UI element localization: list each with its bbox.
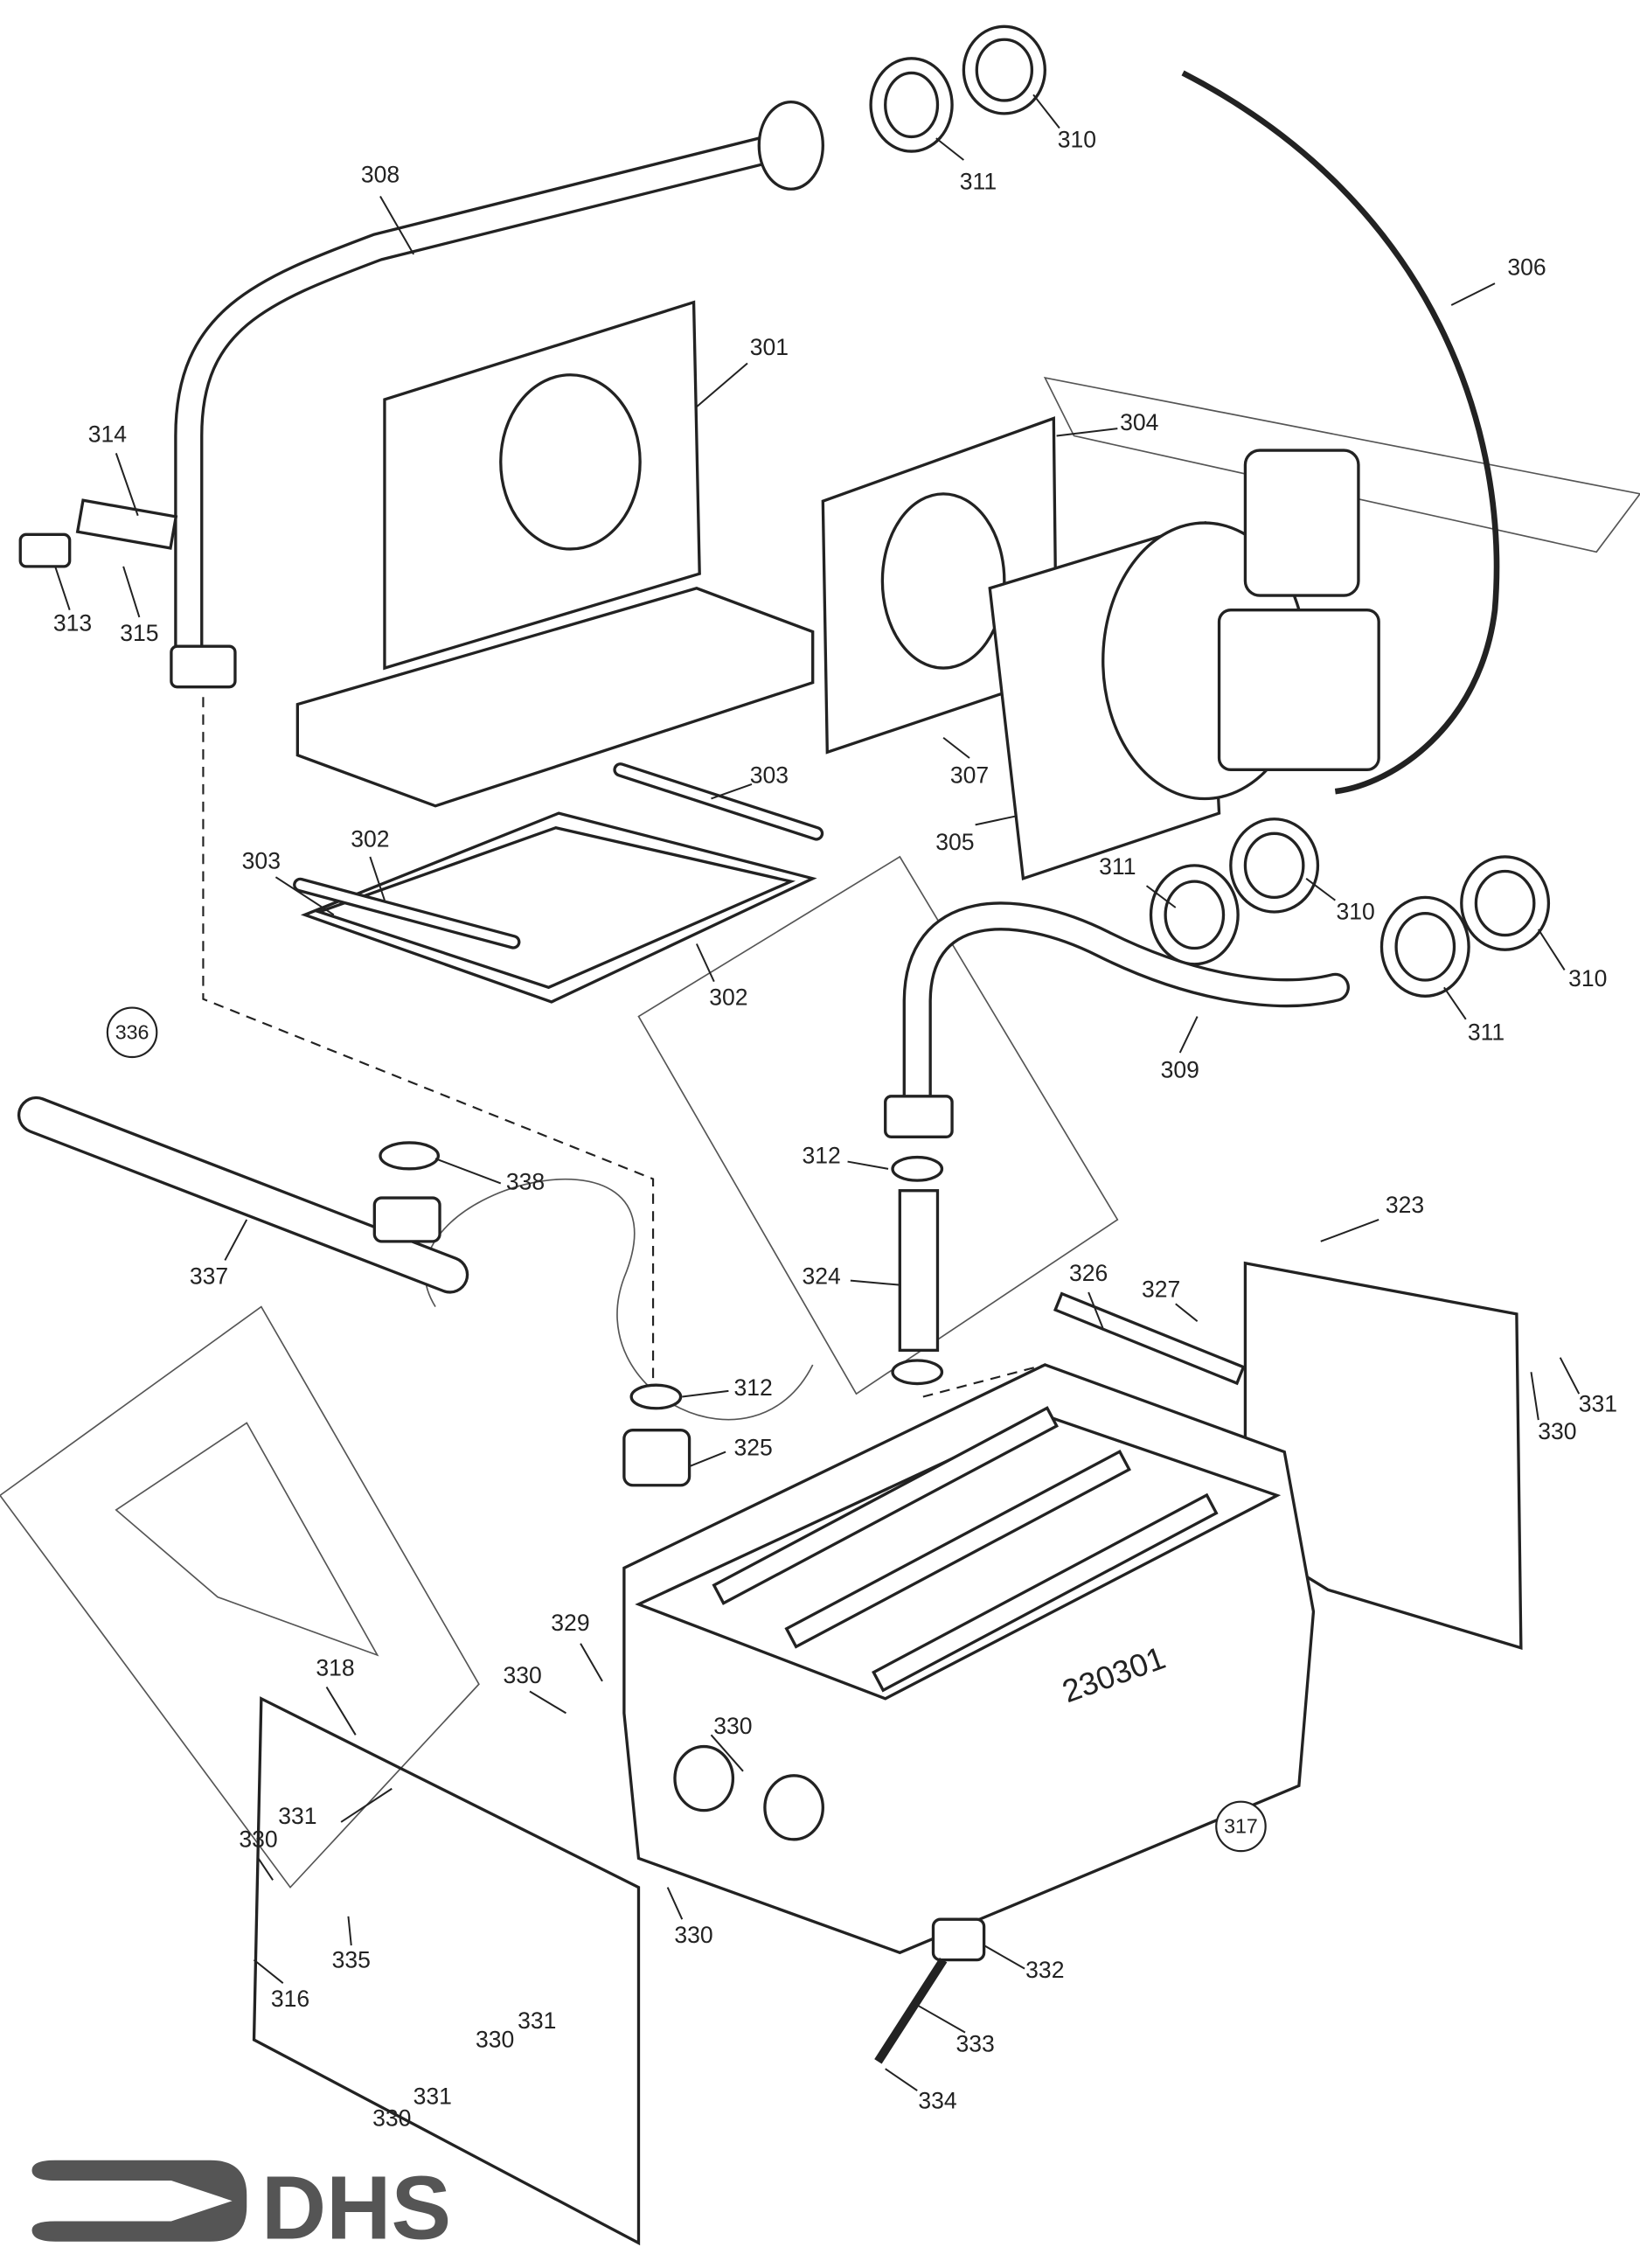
dhs-watermark: [0, 376, 1640, 1889]
label-306: 306: [1507, 254, 1546, 281]
label-331: 331: [413, 2083, 452, 2109]
label-302: 302: [351, 826, 389, 852]
label-330: 330: [674, 1922, 712, 1948]
pipe-309-nut: [884, 1095, 954, 1138]
label-330: 330: [239, 1826, 277, 1853]
label-304: 304: [1120, 409, 1158, 435]
part-labels: 308 311 310 306 301 314 304 313 315 303 …: [53, 126, 1617, 2131]
seal-rings-right: [1149, 817, 1551, 998]
switch-313: [18, 532, 72, 568]
label-302: 302: [709, 984, 747, 1011]
label-337: 337: [190, 1263, 228, 1289]
bracket-301: [295, 300, 815, 808]
label-333: 333: [956, 2031, 994, 2057]
label-303: 303: [750, 762, 789, 789]
label-330: 330: [504, 1662, 542, 1688]
label-307: 307: [950, 762, 989, 789]
bracket-314: [75, 498, 178, 550]
fan-assembly: [1101, 449, 1380, 801]
label-309: 309: [1161, 1057, 1199, 1083]
cable-306: [1181, 70, 1500, 795]
label-310: 310: [1568, 965, 1607, 991]
label-310: 310: [1058, 126, 1096, 152]
leader-lines: [54, 94, 1581, 2091]
fitting-324: [898, 1189, 940, 1353]
label-312: 312: [733, 1374, 772, 1401]
label-324: 324: [803, 1263, 841, 1289]
label-334: 334: [918, 2087, 956, 2113]
label-303: 303: [242, 848, 281, 874]
label-311: 311: [1099, 853, 1136, 880]
label-323: 323: [1386, 1192, 1424, 1218]
label-335: 335: [332, 1946, 371, 1972]
seal-rings-top: [869, 24, 1046, 153]
strip-326: [1053, 1291, 1246, 1386]
label-326: 326: [1069, 1260, 1108, 1286]
gasket-302: [293, 762, 824, 1004]
label-330: 330: [476, 2027, 514, 2053]
label-330: 330: [713, 1713, 752, 1739]
label-315: 315: [120, 620, 158, 646]
plate-318: [252, 1696, 641, 2246]
nut-337: [372, 1196, 441, 1243]
label-338: 338: [506, 1168, 545, 1194]
label-329: 329: [551, 1610, 589, 1636]
pipe-308: [170, 100, 824, 689]
label-305: 305: [935, 829, 974, 855]
label-330: 330: [372, 2105, 411, 2131]
label-311: 311: [960, 169, 997, 195]
label-325: 325: [733, 1434, 772, 1460]
circled-label-336: 336: [106, 1006, 158, 1059]
label-330: 330: [1538, 1418, 1576, 1444]
label-314: 314: [88, 421, 127, 447]
label-301: 301: [750, 334, 789, 360]
label-316: 316: [271, 1986, 309, 2012]
label-313: 313: [53, 609, 92, 636]
svg-text:336: 336: [115, 1021, 149, 1044]
fitting-325: [622, 1429, 691, 1487]
heat-exchanger-317: 230301: [622, 1363, 1316, 1955]
label-311: 311: [1468, 1019, 1504, 1045]
label-327: 327: [1142, 1276, 1180, 1302]
svg-text:DHS: DHS: [261, 2157, 451, 2258]
label-318: 318: [316, 1655, 354, 1681]
svg-text:317: 317: [1224, 1815, 1258, 1838]
dhs-logo: DHS: [31, 2157, 451, 2258]
label-331: 331: [518, 2007, 556, 2034]
label-312: 312: [803, 1143, 841, 1169]
label-332: 332: [1025, 1957, 1064, 1983]
circled-label-317: 317: [1215, 1800, 1267, 1853]
label-308: 308: [361, 161, 400, 187]
label-310: 310: [1336, 899, 1374, 925]
label-331: 331: [278, 1803, 316, 1829]
label-331: 331: [1579, 1390, 1617, 1416]
